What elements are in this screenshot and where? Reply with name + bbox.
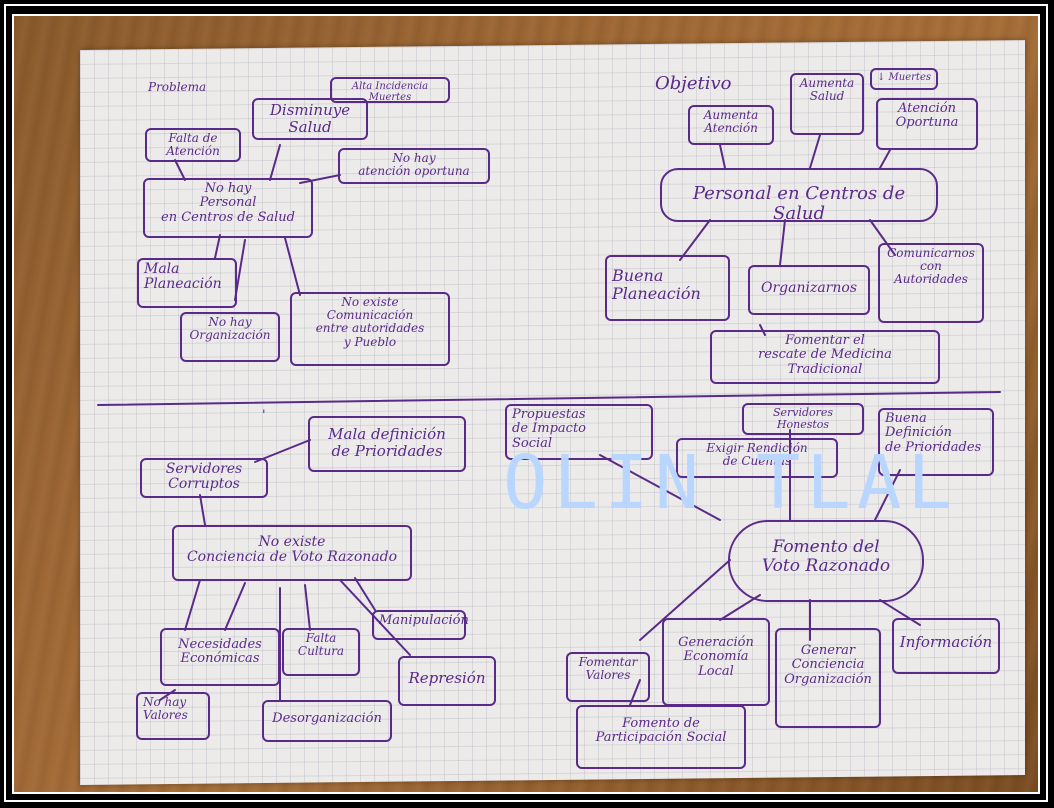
note-mala-definicion: Mala definición de Prioridades (308, 416, 466, 472)
note-buena-planeacion: Buena Planeación (605, 255, 730, 321)
note-falta-atencion: Falta de Atención (145, 128, 241, 162)
note-no-hay-organizacion: No hay Organización (180, 312, 280, 362)
note-falta-cultura: Falta Cultura (282, 628, 360, 676)
note-disminuye-salud: Disminuye Salud (252, 98, 368, 140)
small-mark: ' (262, 408, 266, 423)
objective-header: Objetivo (655, 73, 732, 94)
note-personal-centros-salud: Personal en Centros de Salud (660, 168, 938, 223)
note-manipulacion: Manipulación (372, 610, 469, 640)
note-propuestas-impacto: Propuestas de Impacto Social (505, 404, 653, 460)
note-represion: Represión (398, 656, 496, 706)
note-generacion-economia: Generación Economía Local (662, 618, 770, 706)
olin-tlal-watermark: OLIN TLAL (503, 440, 958, 526)
note-fomento-participacion: Fomento de Participación Social (576, 705, 746, 769)
problem-header: Problema (148, 80, 207, 94)
note-informacion: Información (892, 618, 1000, 674)
note-exigir-rendicion: Exigir Rendición de Cuentas (676, 438, 838, 478)
note-organizarnos: Organizarnos (748, 265, 870, 315)
note-menos-muertes: ↓ Muertes (870, 68, 938, 90)
note-aumenta-atencion: Aumenta Atención (688, 105, 774, 145)
note-no-existe-comunicacion: No existe Comunicación entre autoridades… (290, 292, 450, 366)
note-aumenta-salud: Aumenta Salud (790, 73, 864, 135)
note-alta-incidencia: Alta Incidencia Muertes (330, 77, 450, 103)
note-fomentar-medicina: Fomentar el rescate de Medicina Tradicio… (710, 330, 940, 384)
note-fomentar-valores: Fomentar Valores (566, 652, 650, 702)
note-servidores-honestos: Servidores Honestos (742, 403, 864, 435)
note-no-hay-personal: No hay Personal en Centros de Salud (143, 178, 313, 238)
note-no-hay-atencion-oportuna: No hay atención oportuna (338, 148, 490, 184)
note-necesidades-economicas: Necesidades Económicas (160, 628, 280, 686)
section-divider-line (97, 391, 1001, 406)
note-mala-planeacion: Mala Planeación (137, 258, 237, 308)
note-desorganizacion: Desorganización (262, 700, 392, 742)
note-comunicarnos-autoridades: Comunicarnos con Autoridades (878, 243, 984, 323)
note-generar-conciencia: Generar Conciencia Organización (775, 628, 881, 728)
note-atencion-oportuna: Atención Oportuna (876, 98, 978, 150)
note-no-existe-conciencia: No existe Conciencia de Voto Razonado (172, 525, 412, 581)
note-buena-definicion: Buena Definición de Prioridades (878, 408, 994, 476)
note-servidores-corruptos: Servidores Corruptos (140, 458, 268, 498)
note-fomento-voto-razonado: Fomento del Voto Razonado (728, 520, 924, 602)
note-no-hay-valores: No hay Valores (136, 692, 210, 740)
